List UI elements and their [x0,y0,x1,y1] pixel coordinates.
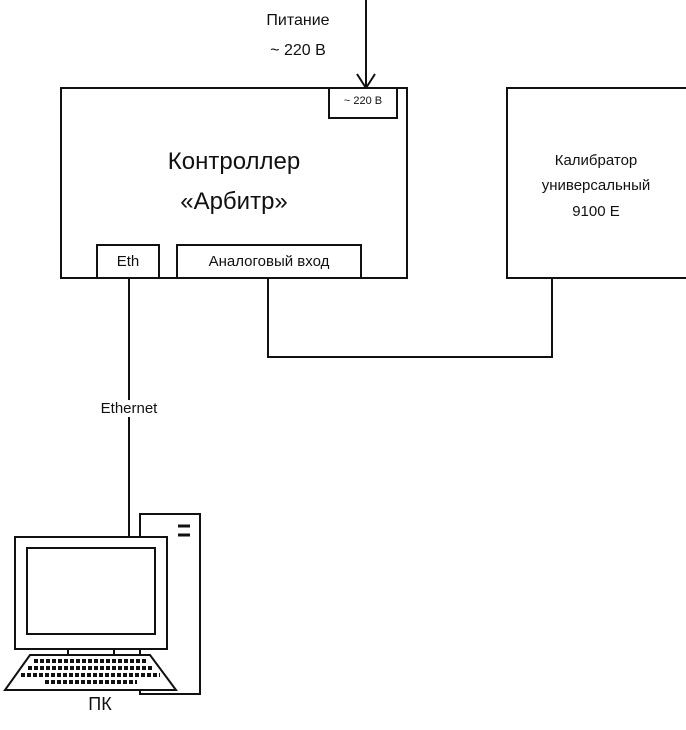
calibrator-line3: 9100 Е [572,203,620,220]
eth-port [96,244,160,279]
controller-name-line2: «Арбитр» [180,188,288,215]
analog-input-port [176,244,362,279]
power-port [328,87,398,119]
pc-label: ПК [88,694,112,714]
power-voltage: ~ 220 В [270,42,326,59]
calibrator-line1: Калибратор [554,152,638,169]
ethernet-label: Ethernet [80,400,178,417]
analog-input-label: Аналоговый вход [208,253,330,270]
calibrator-box [506,87,686,279]
analog-signal-line [267,278,553,358]
calibrator-line2: универсальный [541,177,651,194]
power-port-label: ~ 220 В [343,95,383,107]
controller-name-line1: Контроллер [167,148,301,175]
power-title: Питание [266,12,330,29]
eth-port-label: Eth [116,253,140,270]
